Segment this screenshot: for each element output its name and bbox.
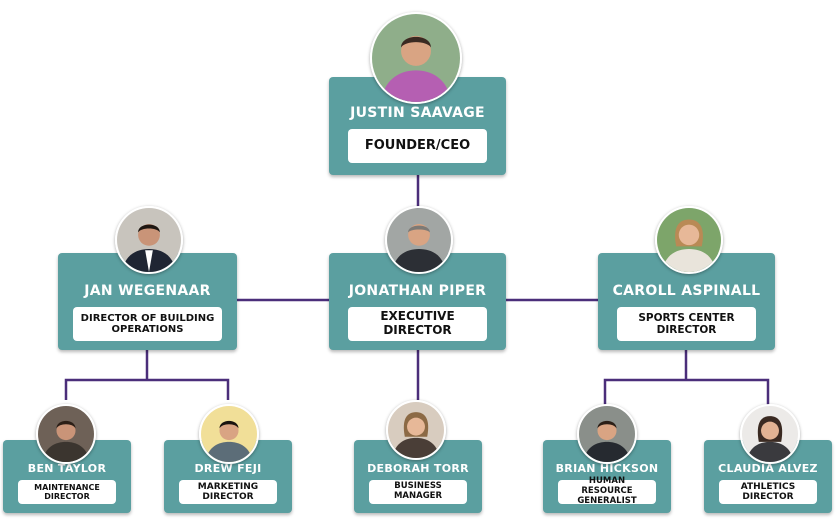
person-role: SPORTS CENTER DIRECTOR (617, 307, 756, 341)
person-role: MARKETING DIRECTOR (179, 480, 277, 504)
person-name: JAN WEGENAAR (84, 283, 211, 299)
card-justin-saavage: JUSTIN SAAVAGE FOUNDER/CEO (329, 77, 506, 175)
person-name: DEBORAH TORR (367, 462, 469, 475)
person-role: EXECUTIVE DIRECTOR (348, 307, 487, 341)
person-name: JONATHAN PIPER (348, 283, 487, 299)
person-photo-icon (199, 404, 259, 464)
person-role: ATHLETICS DIRECTOR (719, 480, 817, 504)
person-photo-icon (655, 206, 723, 274)
person-photo-icon (36, 404, 96, 464)
connector-caroll-reports (603, 378, 770, 405)
person-photo-icon (115, 206, 183, 274)
connector-jan-reports (64, 378, 230, 400)
person-photo-icon (385, 206, 453, 274)
person-name: DREW FEJI (194, 462, 262, 475)
person-role: MAINTENANCE DIRECTOR (18, 480, 116, 504)
person-photo-icon (577, 404, 637, 464)
person-role: HUMAN RESOURCE GENERALIST (558, 476, 656, 506)
person-name: CAROLL ASPINALL (612, 283, 761, 299)
person-role: BUSINESS MANAGER (369, 480, 467, 504)
card-jan-wegenaar: JAN WEGENAAR DIRECTOR OF BUILDING OPERAT… (58, 253, 237, 350)
person-role: FOUNDER/CEO (348, 129, 487, 163)
person-photo-icon (370, 12, 462, 104)
person-name: CLAUDIA ALVEZ (718, 462, 818, 475)
card-ben-taylor: BEN TAYLOR MAINTENANCE DIRECTOR (3, 440, 131, 513)
person-name: BRIAN HICKSON (555, 462, 659, 475)
person-photo-icon (386, 400, 446, 460)
person-role: DIRECTOR OF BUILDING OPERATIONS (73, 307, 222, 341)
person-photo-icon (740, 404, 800, 464)
person-name: JUSTIN SAAVAGE (350, 105, 485, 121)
card-drew-feji: DREW FEJI MARKETING DIRECTOR (164, 440, 292, 513)
person-name: BEN TAYLOR (27, 462, 107, 475)
